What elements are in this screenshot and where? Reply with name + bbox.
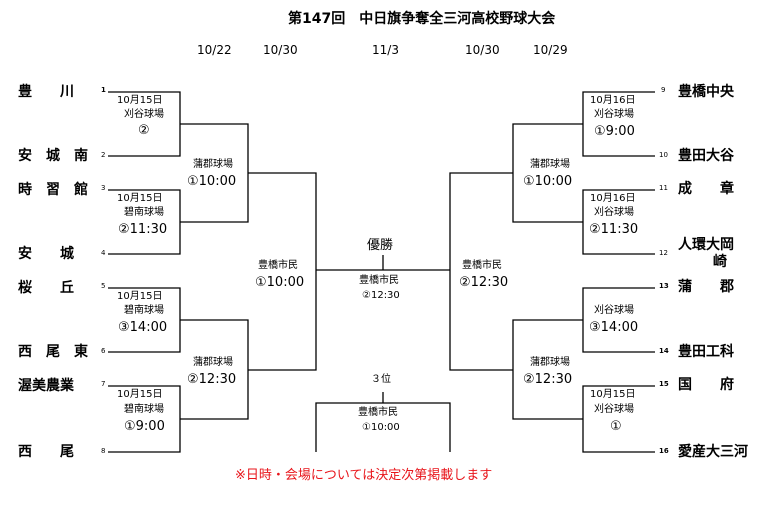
team-right-11: 成 章 [678,181,734,197]
seed-10: 10 [659,151,668,159]
seed-1: 1 [101,86,106,94]
date-left-round1: 10/22 [197,43,232,57]
seed-15: 15 [659,380,669,388]
team-left-5: 桜 丘 [18,280,74,296]
team-left-3: 時 習 館 [18,182,88,198]
date-left-round2: 10/30 [263,43,298,57]
r-r1-g4-date: 10月15日 [590,389,636,400]
team-right-16: 愛産大三河 [678,444,748,460]
seed-14: 14 [659,347,669,355]
team-left-4: 安 城 [18,246,74,262]
team-right-13: 蒲 郡 [678,279,734,295]
r-r1-g4-venue: 刈谷球場 [594,404,634,415]
l-r1-g1-time: ② [138,123,150,138]
r-r2-g1-venue: 蒲郡球場 [530,159,570,170]
team-left-1: 豊 川 [18,84,74,100]
l-semi-time: ①10:00 [255,275,305,290]
team-right-10: 豊田大谷 [678,148,734,164]
seed-5: 5 [101,282,106,290]
l-semi-venue: 豊橋市民 [258,260,298,271]
bracket-line-r4 [582,385,655,453]
team-right-12: 人環大岡 [678,237,734,253]
bracket-line-r3 [582,287,655,353]
bracket-line-l5 [180,123,249,223]
r-r1-g2-venue: 刈谷球場 [594,207,634,218]
third-label: ３位 [371,374,391,385]
l-r1-g2-date: 10月15日 [117,193,163,204]
l-r1-g1-date: 10月15日 [117,95,163,106]
bracket-line-r7 [449,172,513,371]
r-r1-g2-time: ②11:30 [589,222,639,237]
r-r1-g1-date: 10月16日 [590,95,636,106]
team-left-2: 安 城 南 [18,148,88,164]
date-final: 11/3 [372,43,399,57]
r-semi-time: ②12:30 [459,275,509,290]
bracket-line-r2 [582,189,655,255]
r-r1-g3-time: ③14:00 [589,320,639,335]
seed-8: 8 [101,447,106,455]
final-time: ②12:30 [362,290,400,301]
seed-6: 6 [101,347,106,355]
team-right-14: 豊田工科 [678,344,734,360]
l-r2-g2-venue: 蒲郡球場 [193,357,233,368]
seed-9: 9 [661,86,666,94]
date-right-round2: 10/30 [465,43,500,57]
team-left-8: 西 尾 [18,444,74,460]
seed-2: 2 [101,151,106,159]
r-r2-g2-time: ②12:30 [523,372,573,387]
l-r2-g2-time: ②12:30 [187,372,237,387]
seed-3: 3 [101,184,106,192]
r-r1-g2-date: 10月16日 [590,193,636,204]
r-r1-g1-venue: 刈谷球場 [594,109,634,120]
l-r2-g1-time: ①10:00 [187,174,237,189]
team-right-15: 国 府 [678,377,734,393]
team-left-7: 渥美農業 [18,378,74,394]
r-r1-g3-venue: 刈谷球場 [594,305,634,316]
schedule-note: ※日時・会場については決定次第掲載します [235,468,493,483]
date-right-round1: 10/29 [533,43,568,57]
bracket-line-r5 [512,123,583,223]
seed-7: 7 [101,380,106,388]
l-r1-g4-date: 10月15日 [117,389,163,400]
l-r1-g3-time: ③14:00 [118,320,168,335]
l-r1-g4-venue: 碧南球場 [124,404,164,415]
final-venue: 豊橋市民 [359,275,399,286]
bracket-line-l7 [248,172,317,371]
seed-16: 16 [659,447,669,455]
r-r1-g4-time: ① [610,419,622,434]
third-time: ①10:00 [362,422,400,433]
l-r1-g1-venue: 刈谷球場 [124,109,164,120]
seed-11: 11 [659,184,668,192]
l-r2-g1-venue: 蒲郡球場 [193,159,233,170]
r-semi-venue: 豊橋市民 [462,260,502,271]
page-title: 第147回 中日旗争奪全三河高校野球大会 [288,11,556,27]
l-r1-g3-venue: 碧南球場 [124,305,164,316]
team-left-6: 西 尾 東 [18,344,88,360]
team-right-12-line2: 崎 [713,254,727,270]
l-r1-g3-date: 10月15日 [117,291,163,302]
team-right-9: 豊橋中央 [678,84,734,100]
r-r2-g1-time: ①10:00 [523,174,573,189]
bracket-line-r1 [582,91,655,157]
bracket-line-r6 [512,319,583,420]
seed-13: 13 [659,282,669,290]
r-r2-g2-venue: 蒲郡球場 [530,357,570,368]
final-label: 優勝 [367,238,394,253]
r-r1-g1-time: ①9:00 [594,124,635,139]
l-r1-g2-venue: 碧南球場 [124,207,164,218]
l-r1-g4-time: ①9:00 [124,419,165,434]
third-venue: 豊橋市民 [358,407,398,418]
seed-4: 4 [101,249,106,257]
seed-12: 12 [659,249,668,257]
bracket-line-l6 [180,319,249,420]
l-r1-g2-time: ②11:30 [118,222,168,237]
